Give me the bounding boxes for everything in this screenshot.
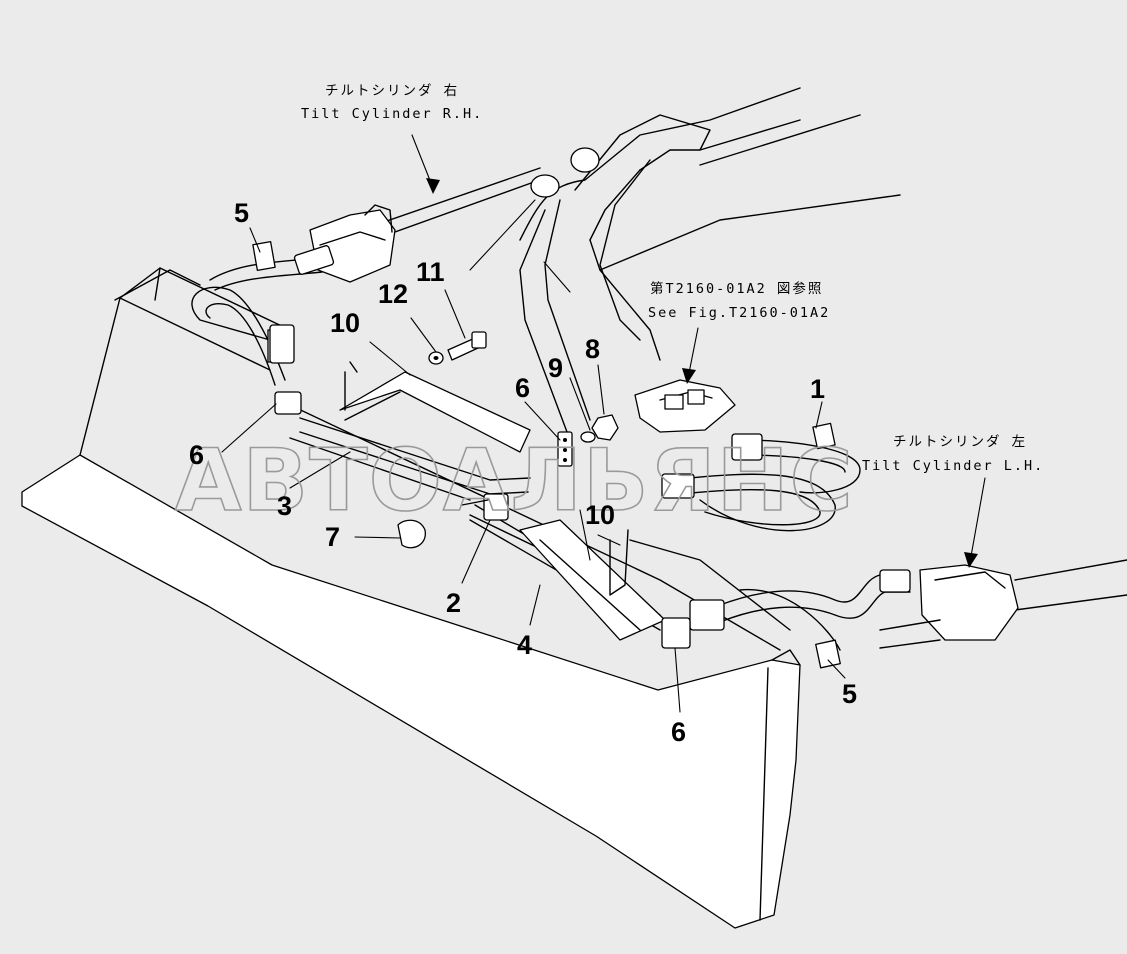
- dozer-blade: [21, 267, 801, 929]
- callout-8: 8: [585, 334, 600, 364]
- hose-5-lower: [689, 569, 911, 669]
- callout-4: 4: [517, 630, 532, 660]
- tilt-cylinder-lh: [879, 559, 1127, 649]
- caption-tilt-rh-en: Tilt Cylinder R.H.: [301, 106, 483, 122]
- watermark: АВТОАЛЬЯНС: [175, 431, 854, 531]
- caption-see-fig-en: See Fig.T2160-01A2: [648, 305, 830, 321]
- elbow-6-left: [269, 324, 302, 415]
- callout-3: 3: [277, 491, 292, 521]
- callout-6-left: 6: [189, 440, 204, 470]
- callout-1: 1: [810, 374, 825, 404]
- caption-tilt-lh-en: Tilt Cylinder L.H.: [862, 458, 1044, 474]
- callout-10-upper: 10: [330, 308, 360, 338]
- callout-9: 9: [548, 353, 563, 383]
- leader-lines: [221, 134, 986, 713]
- callout-7: 7: [325, 522, 340, 552]
- cover-10-upper: [339, 361, 531, 453]
- caption-tilt-rh-jp: チルトシリンダ 右: [325, 83, 459, 99]
- hose-1: [661, 422, 861, 532]
- clip-7: [397, 519, 426, 549]
- callout-6-center: 6: [515, 373, 530, 403]
- bolt-11: [447, 331, 487, 361]
- washer-9: [580, 431, 596, 443]
- valve-block-ref: [634, 379, 736, 433]
- callout-12: 12: [378, 279, 408, 309]
- plate-6: [557, 431, 573, 467]
- callout-6-right: 6: [671, 717, 686, 747]
- nut-8: [591, 414, 619, 441]
- clamp-2: [461, 493, 509, 521]
- washer-12: [428, 351, 444, 365]
- caption-tilt-lh-jp: チルトシリンダ 左: [893, 434, 1027, 450]
- elbow-6-right: [661, 617, 691, 649]
- callout-11: 11: [416, 257, 445, 287]
- callout-5-lower: 5: [842, 679, 857, 709]
- caption-see-fig-jp: 第T2160-01A2 図参照: [650, 280, 823, 297]
- callout-2: 2: [446, 588, 461, 618]
- callout-10-lower: 10: [585, 500, 615, 530]
- callout-5-upper: 5: [234, 198, 249, 228]
